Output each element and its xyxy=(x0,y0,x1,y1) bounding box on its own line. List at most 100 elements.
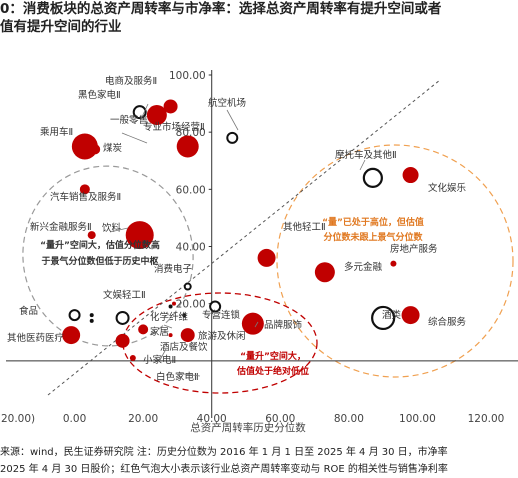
annotation-right: “量”已处于高位，但估值 xyxy=(322,216,424,228)
figure-title: 0：消费板块的总资产周转率与市净率：选择总资产周转率有提升空间或者 值有提升空间… xyxy=(0,0,518,36)
point-label: 航空机场 xyxy=(208,97,246,109)
leader-line xyxy=(359,159,366,171)
leader-line xyxy=(109,227,129,233)
point-label: 家居 xyxy=(150,326,169,338)
scatter-point xyxy=(176,135,199,158)
annotation-left: 于景气分位数但低于历史中枢 xyxy=(41,255,158,267)
leader-line xyxy=(175,372,201,377)
point-label: 消费电子 xyxy=(154,263,193,275)
scatter-point xyxy=(90,144,101,155)
scatter-point xyxy=(362,167,383,188)
scatter-chart: 100.00 80.00 60.00 40.00 20.00 (20.00) 0.00 20.… xyxy=(0,70,518,434)
scatter-point xyxy=(371,305,396,331)
y-tick-label: 20.00 xyxy=(176,299,206,311)
scatter-point xyxy=(129,354,136,361)
scatter-point xyxy=(163,99,178,114)
scatter-point xyxy=(115,333,130,348)
scatter-point xyxy=(146,105,167,126)
point-label: 黑色家电Ⅱ xyxy=(78,89,121,101)
point-label: 文娱轻工Ⅱ xyxy=(103,289,146,301)
point-label: 酒类 xyxy=(382,309,402,321)
annotation-left: “量升”空间大，估值分位数高 xyxy=(40,239,160,251)
x-tick-label: (20.00) xyxy=(0,413,35,425)
point-label: 文化娱乐 xyxy=(428,182,467,194)
annotation-bottom: “量升”空间大， xyxy=(240,350,306,362)
small-marker xyxy=(89,313,94,318)
scatter-point xyxy=(79,184,90,195)
point-label: 专业市场经营Ⅱ xyxy=(143,121,205,133)
point-label: 饮料 xyxy=(102,222,122,234)
point-label: 综合服务 xyxy=(428,316,467,328)
point-label: 一般零售 xyxy=(110,114,148,126)
scatter-point xyxy=(183,282,192,291)
x-tick-label: 20.00 xyxy=(128,413,158,425)
title-line-2: 值有提升空间的行业 xyxy=(0,19,122,35)
point-label: 化学纤维 xyxy=(150,311,189,323)
point-label: 其他轻工Ⅱ xyxy=(283,221,326,233)
scatter-point xyxy=(62,326,81,345)
scatter-point xyxy=(314,262,335,283)
title-line-1: 0：消费板块的总资产周转率与市净率：选择总资产周转率有提升空间或者 xyxy=(0,1,442,17)
point-label: 新兴金融服务Ⅱ xyxy=(30,221,92,233)
point-label: 房地产服务 xyxy=(390,243,438,255)
point-label: 电商及服务Ⅱ xyxy=(105,75,157,87)
gray-region xyxy=(22,165,194,347)
scatter-point xyxy=(402,167,419,184)
small-marker xyxy=(168,304,173,309)
x-tick-label: 0.00 xyxy=(63,413,86,425)
scatter-point xyxy=(226,131,239,144)
point-label: 品牌服饰 xyxy=(264,319,302,331)
point-label: 白色家电Ⅱ xyxy=(156,371,199,383)
point-label: 旅游及休闲 xyxy=(198,330,246,342)
y-tick-label: 80.00 xyxy=(176,127,206,139)
scatter-point xyxy=(401,306,420,325)
small-marker xyxy=(89,318,94,323)
x-axis-title: 总资产周转率历史分位数 xyxy=(190,421,306,434)
leader-line xyxy=(121,132,148,144)
x-tick-label: 60.00 xyxy=(265,413,295,425)
leader-line xyxy=(163,324,173,329)
point-label: 摩托车及其他Ⅱ xyxy=(335,149,397,161)
leader-line xyxy=(226,109,239,131)
scatter-point xyxy=(68,309,81,322)
y-tick-label: 60.00 xyxy=(176,184,206,196)
point-label: 煤炭 xyxy=(103,142,123,154)
footer-line-2: 2025 年 4 月 30 日股价；红色气泡大小表示该行业总资产周转率变动与 R… xyxy=(0,464,448,475)
small-marker xyxy=(182,313,187,318)
y-tick-label: 100.00 xyxy=(169,70,206,82)
point-label: 其他医药医疗 xyxy=(7,332,65,344)
point-label: 乘用车Ⅱ xyxy=(40,126,73,138)
annotation-right: 分位数未跟上景气分位数 xyxy=(323,231,423,243)
scatter-point xyxy=(168,333,173,338)
scatter-point xyxy=(241,312,264,335)
scatter-point xyxy=(138,324,149,335)
scatter-point xyxy=(172,301,176,306)
scatter-point xyxy=(115,310,130,325)
leader-line xyxy=(254,321,259,328)
leader-line xyxy=(159,348,167,361)
red-region xyxy=(122,292,318,394)
x-tick-label: 40.00 xyxy=(197,413,227,425)
point-label: 多元金融 xyxy=(344,261,383,273)
footer-line-1: 来源：wind，民生证券研究院 注：历史分位数为 2016 年 1 月 1 日至… xyxy=(0,447,448,458)
scatter-point xyxy=(257,248,276,267)
point-label: 食品 xyxy=(19,305,38,317)
scatter-point xyxy=(390,260,397,267)
figure-footer: 来源：wind，民生证券研究院 注：历史分位数为 2016 年 1 月 1 日至… xyxy=(0,444,518,478)
annotation-bottom: 估值处于绝对低位 xyxy=(236,365,309,377)
scatter-point xyxy=(87,231,96,240)
orange-region xyxy=(276,144,514,378)
scatter-point xyxy=(125,221,154,250)
x-tick-label: 100.00 xyxy=(399,413,436,425)
leader-line xyxy=(140,103,149,120)
point-label: 小家电Ⅱ xyxy=(143,354,176,366)
y-tick-label: 40.00 xyxy=(176,242,206,254)
point-label: 专营连锁 xyxy=(202,309,241,321)
x-tick-label: 80.00 xyxy=(334,413,364,425)
point-label: 汽车销售及服务Ⅱ xyxy=(50,191,121,203)
scatter-point xyxy=(209,300,222,313)
scatter-point xyxy=(180,328,195,343)
x-tick-label: 120.00 xyxy=(468,413,505,425)
point-label: 酒店及餐饮 xyxy=(160,341,208,353)
scatter-point xyxy=(71,133,98,160)
